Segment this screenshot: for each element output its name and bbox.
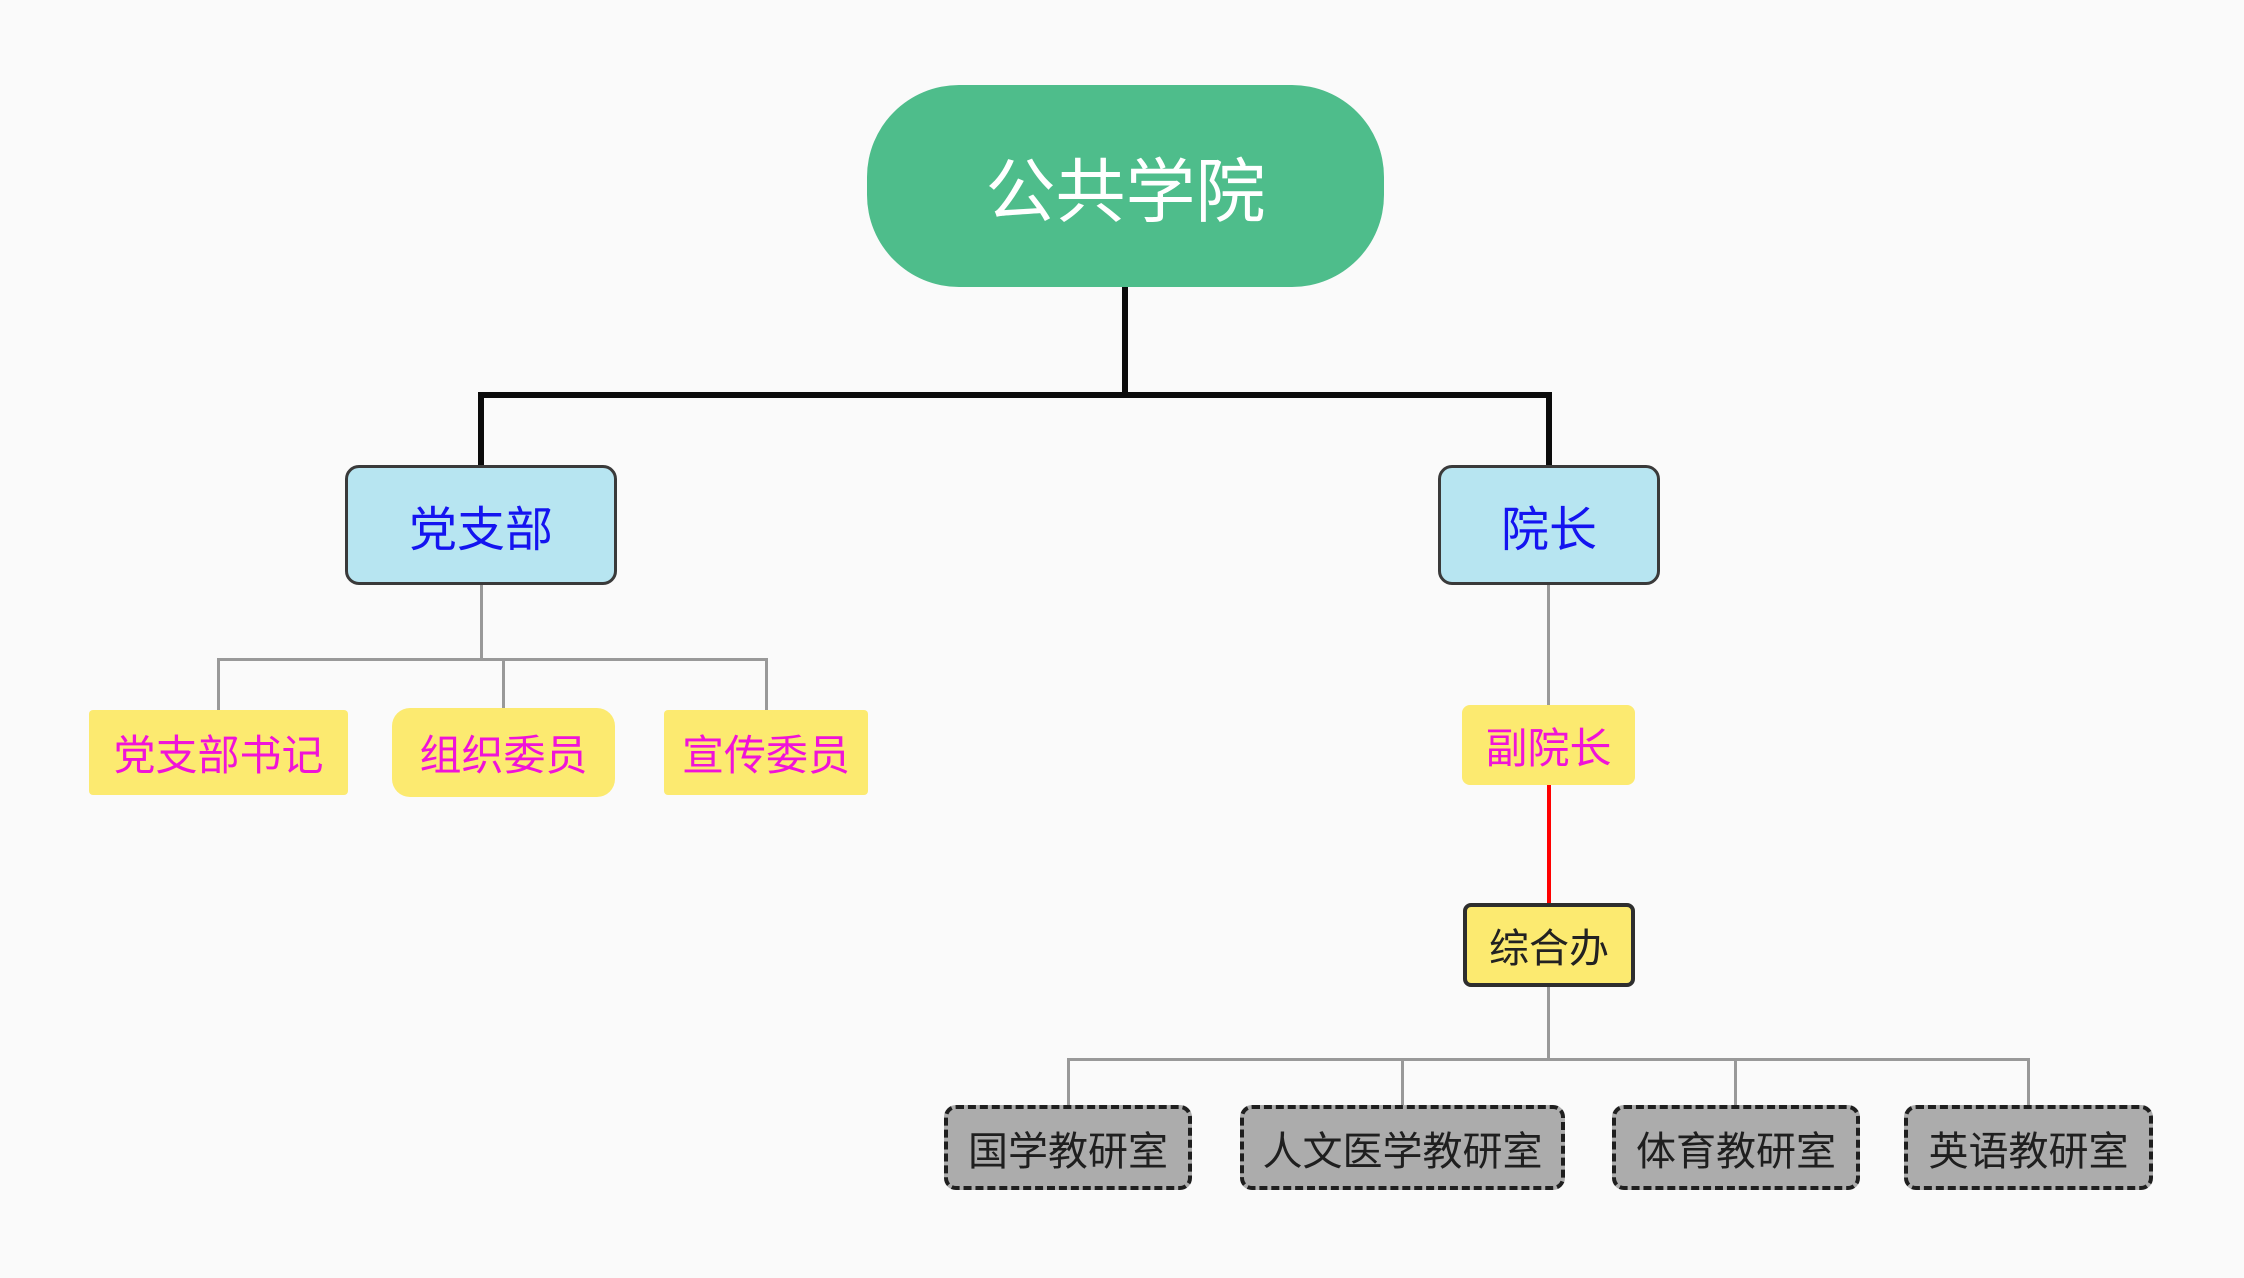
- connector-party-org-drop: [502, 658, 505, 710]
- connector-admin-english-drop: [2027, 1058, 2030, 1105]
- connector-root-dean-drop: [1546, 392, 1552, 465]
- connector-admin-stem: [1547, 987, 1550, 1060]
- connector-party-stem: [480, 585, 483, 660]
- connector-root-stem: [1122, 286, 1128, 394]
- connector-admin-crossbar: [1067, 1058, 2030, 1061]
- node-party-branch[interactable]: 党支部: [345, 465, 617, 585]
- node-dean[interactable]: 院长: [1438, 465, 1660, 585]
- node-organization-committee[interactable]: 组织委员: [392, 708, 615, 797]
- node-root-college[interactable]: 公共学院: [867, 85, 1384, 287]
- node-pe-office[interactable]: 体育教研室: [1612, 1105, 1860, 1190]
- node-publicity-committee[interactable]: 宣传委员: [664, 710, 868, 795]
- node-vice-dean[interactable]: 副院长: [1462, 705, 1635, 785]
- node-party-secretary[interactable]: 党支部书记: [89, 710, 348, 795]
- connector-admin-guoxue-drop: [1067, 1058, 1070, 1105]
- connector-admin-humed-drop: [1401, 1058, 1404, 1105]
- connector-admin-pe-drop: [1734, 1058, 1737, 1105]
- connector-root-party-drop: [478, 392, 484, 465]
- node-english-office[interactable]: 英语教研室: [1904, 1105, 2153, 1190]
- connector-vice-admin: [1547, 785, 1551, 903]
- node-admin-office[interactable]: 综合办: [1463, 903, 1635, 987]
- connector-party-secretary-drop: [217, 658, 220, 710]
- node-humanistic-medicine-office[interactable]: 人文医学教研室: [1240, 1105, 1565, 1190]
- connector-party-crossbar: [217, 658, 768, 661]
- node-chinese-studies-office[interactable]: 国学教研室: [944, 1105, 1192, 1190]
- connector-party-publicity-drop: [765, 658, 768, 710]
- connector-root-crossbar: [478, 392, 1552, 398]
- connector-dean-vice: [1547, 585, 1550, 705]
